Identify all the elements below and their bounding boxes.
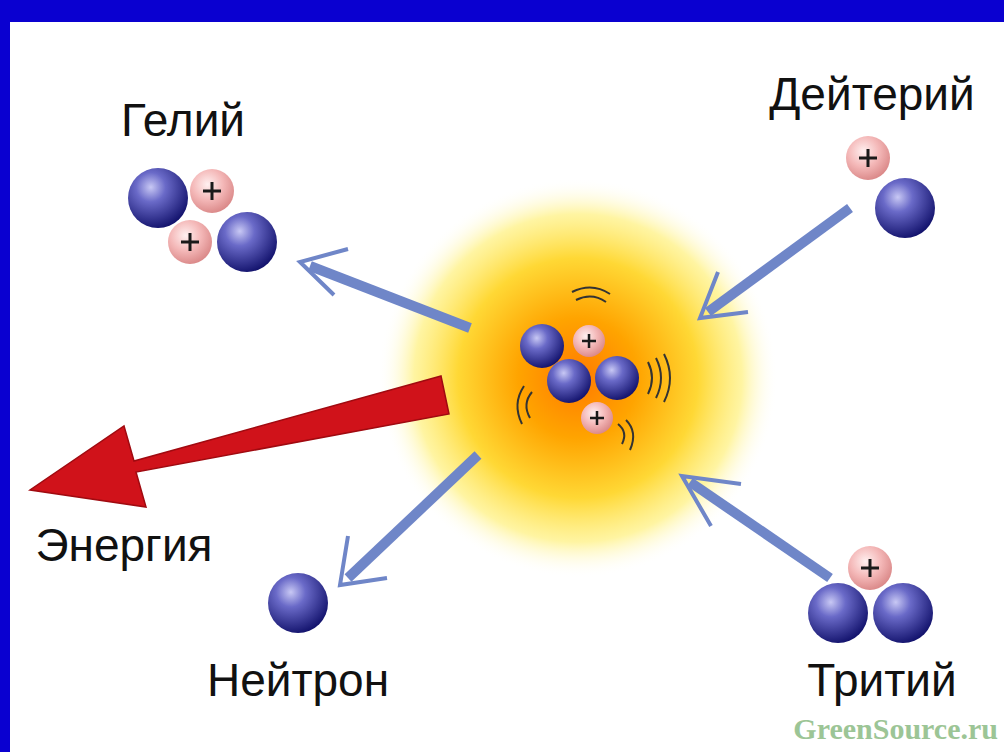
particle-label: Дейтерий [769,69,975,120]
tritium-nucleus [808,546,933,643]
particle-label: Тритий [807,655,956,706]
deuterium-nucleus [846,136,935,238]
energy-arrow [30,376,449,507]
panel-ground [10,22,1004,752]
particle-label: Гелий [121,95,245,146]
neutron-particle [268,573,328,633]
energy-label: Энергия [35,520,212,571]
particle-label: Нейтрон [207,655,389,706]
watermark: GreenSource.ru [793,712,998,745]
helium-nucleus [128,168,277,272]
vibration-marks [517,287,670,450]
compound-nucleus [520,324,639,434]
